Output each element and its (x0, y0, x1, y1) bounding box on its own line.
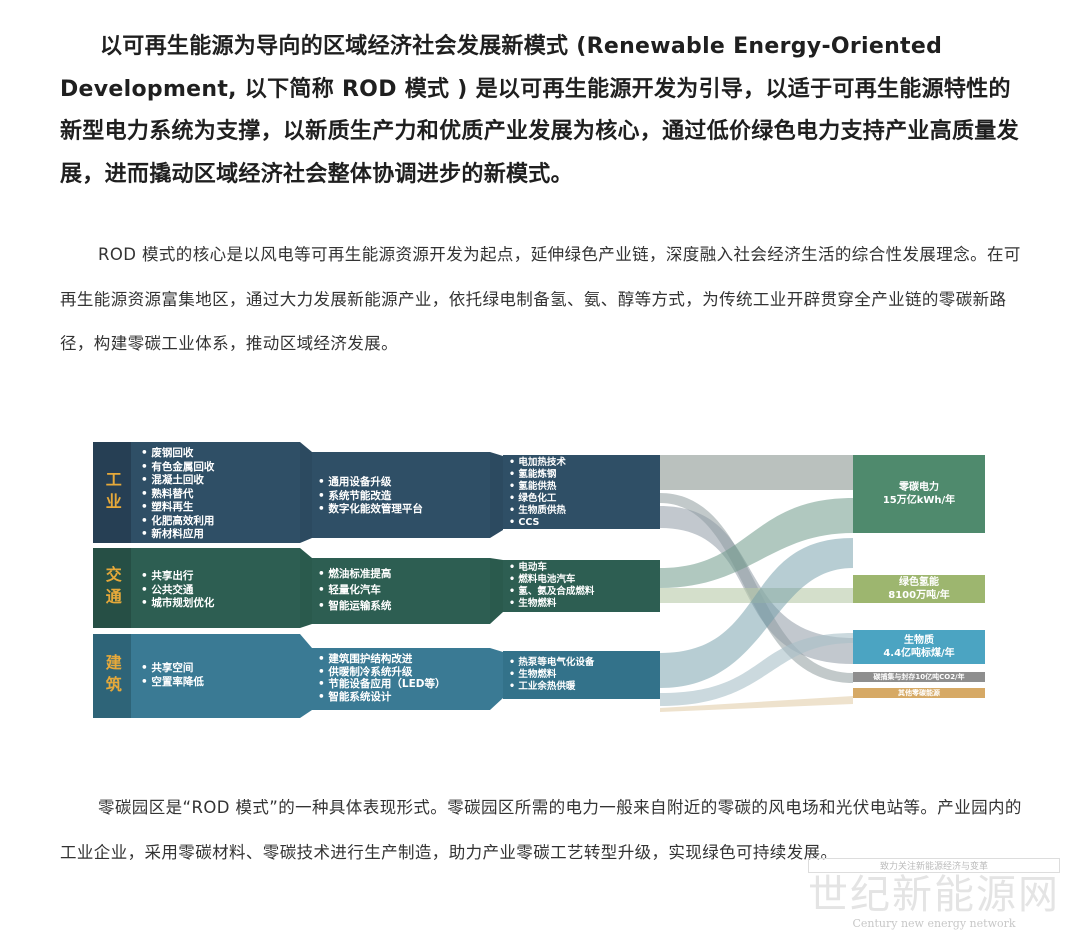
list-item: 生物燃料 (509, 669, 594, 681)
list-item: 熟料替代 (141, 488, 214, 502)
output-value: 4.4亿吨标煤/年 (883, 648, 955, 659)
output-value: 8100万吨/年 (888, 590, 950, 601)
sector-industry-col3: 电加热技术 氢能炼钢 氢能供热 绿色化工 生物质供热 CCS (503, 455, 660, 529)
list-item: 公共交通 (141, 584, 214, 598)
list-item: 混凝土回收 (141, 474, 214, 488)
list-item: 智能系统设计 (318, 691, 445, 704)
list-item: 热泵等电气化设备 (509, 657, 594, 669)
list-item: 空置率降低 (141, 676, 204, 690)
list-item: 智能运输系统 (318, 598, 391, 614)
list-item: 共享出行 (141, 570, 214, 584)
list-item: 燃料电池汽车 (509, 574, 594, 586)
sector-transport-col3: 电动车 燃料电池汽车 氢、氨及合成燃料 生物燃料 (503, 560, 660, 612)
sector-label: 交通 (93, 548, 131, 628)
list-item: CCS (509, 517, 566, 529)
list-item: 工业余热供暖 (509, 681, 594, 693)
list-item: 供暖制冷系统升级 (318, 666, 445, 679)
sector-label: 工业 (93, 442, 131, 543)
list-item: 塑料再生 (141, 501, 214, 515)
output-name: 零碳电力 (899, 482, 939, 493)
sector-building-col2: 建筑围护结构改进 供暖制冷系统升级 节能设备应用（LED等） 智能系统设计 (312, 648, 490, 710)
list-item: 废钢回收 (141, 447, 214, 461)
sector-transport-col1: 交通 共享出行 公共交通 城市规划优化 (93, 548, 300, 628)
list-item: 电动车 (509, 562, 594, 574)
output-zero-carbon-power: 零碳电力 15万亿kWh/年 (853, 455, 985, 533)
list-item: 生物质供热 (509, 505, 566, 517)
output-name: 绿色氢能 (899, 577, 939, 588)
list-item: 节能设备应用（LED等） (318, 678, 445, 691)
sector-building-col3: 热泵等电气化设备 生物燃料 工业余热供暖 (503, 651, 660, 699)
sector-industry-col1: 工业 废钢回收 有色金属回收 混凝土回收 熟料替代 塑料再生 化肥高效利用 新材… (93, 442, 300, 543)
output-other-zero-carbon: 其他零碳能源 (853, 688, 985, 698)
output-ccs: 碳捕集与封存10亿吨CO2/年 (853, 672, 985, 682)
list-item: 通用设备升级 (318, 476, 423, 490)
intro-paragraph: 以可再生能源为导向的区域经济社会发展新模式 (Renewable Energy-… (60, 34, 1019, 187)
watermark-slogan: 致力关注新能源经济与变革 (808, 858, 1060, 873)
list-item: 建筑围护结构改进 (318, 653, 445, 666)
sector-transport-col2: 燃油标准提高 轻量化汽车 智能运输系统 (312, 558, 490, 624)
watermark-name: 世纪新能源网 (808, 872, 1060, 918)
watermark-english: Century new energy network (852, 917, 1016, 930)
output-value: 15万亿kWh/年 (882, 495, 956, 506)
list-item: 氢、氨及合成燃料 (509, 586, 594, 598)
list-item: 电加热技术 (509, 457, 566, 469)
output-biomass: 生物质 4.4亿吨标煤/年 (853, 630, 985, 664)
list-item: 有色金属回收 (141, 461, 214, 475)
list-item: 绿色化工 (509, 493, 566, 505)
sector-industry-col2: 通用设备升级 系统节能改造 数字化能效管理平台 (312, 452, 490, 538)
list-item: 轻量化汽车 (318, 582, 391, 598)
output-name: 碳捕集与封存10亿吨CO2/年 (873, 673, 965, 681)
list-item: 城市规划优化 (141, 597, 214, 611)
list-item: 共享空间 (141, 662, 204, 676)
zero-carbon-park-paragraph: 零碳园区是“ROD 模式”的一种具体表现形式。零碳园区所需的电力一般来自附近的零… (60, 798, 1022, 862)
watermark-logo: 致力关注新能源经济与变革 世纪新能源网 Century new energy n… (808, 858, 1060, 930)
flow-lines (300, 442, 853, 718)
sector-label: 建筑 (93, 634, 131, 718)
output-name: 其他零碳能源 (898, 689, 940, 697)
list-item: 生物燃料 (509, 598, 594, 610)
rod-sankey-diagram: 工业 废钢回收 有色金属回收 混凝土回收 熟料替代 塑料再生 化肥高效利用 新材… (90, 438, 990, 723)
list-item: 化肥高效利用 (141, 515, 214, 529)
rod-core-paragraph: ROD 模式的核心是以风电等可再生能源资源开发为起点，延伸绿色产业链，深度融入社… (60, 245, 1021, 353)
list-item: 新材料应用 (141, 528, 214, 542)
industry-col1-list: 废钢回收 有色金属回收 混凝土回收 熟料替代 塑料再生 化肥高效利用 新材料应用 (141, 447, 214, 542)
sector-building-col1: 建筑 共享空间 空置率降低 (93, 634, 300, 718)
list-item: 燃油标准提高 (318, 566, 391, 582)
output-name: 生物质 (904, 635, 934, 646)
list-item: 氢能供热 (509, 481, 566, 493)
list-item: 氢能炼钢 (509, 469, 566, 481)
output-green-hydrogen: 绿色氢能 8100万吨/年 (853, 575, 985, 603)
list-item: 系统节能改造 (318, 490, 423, 504)
list-item: 数字化能效管理平台 (318, 503, 423, 517)
